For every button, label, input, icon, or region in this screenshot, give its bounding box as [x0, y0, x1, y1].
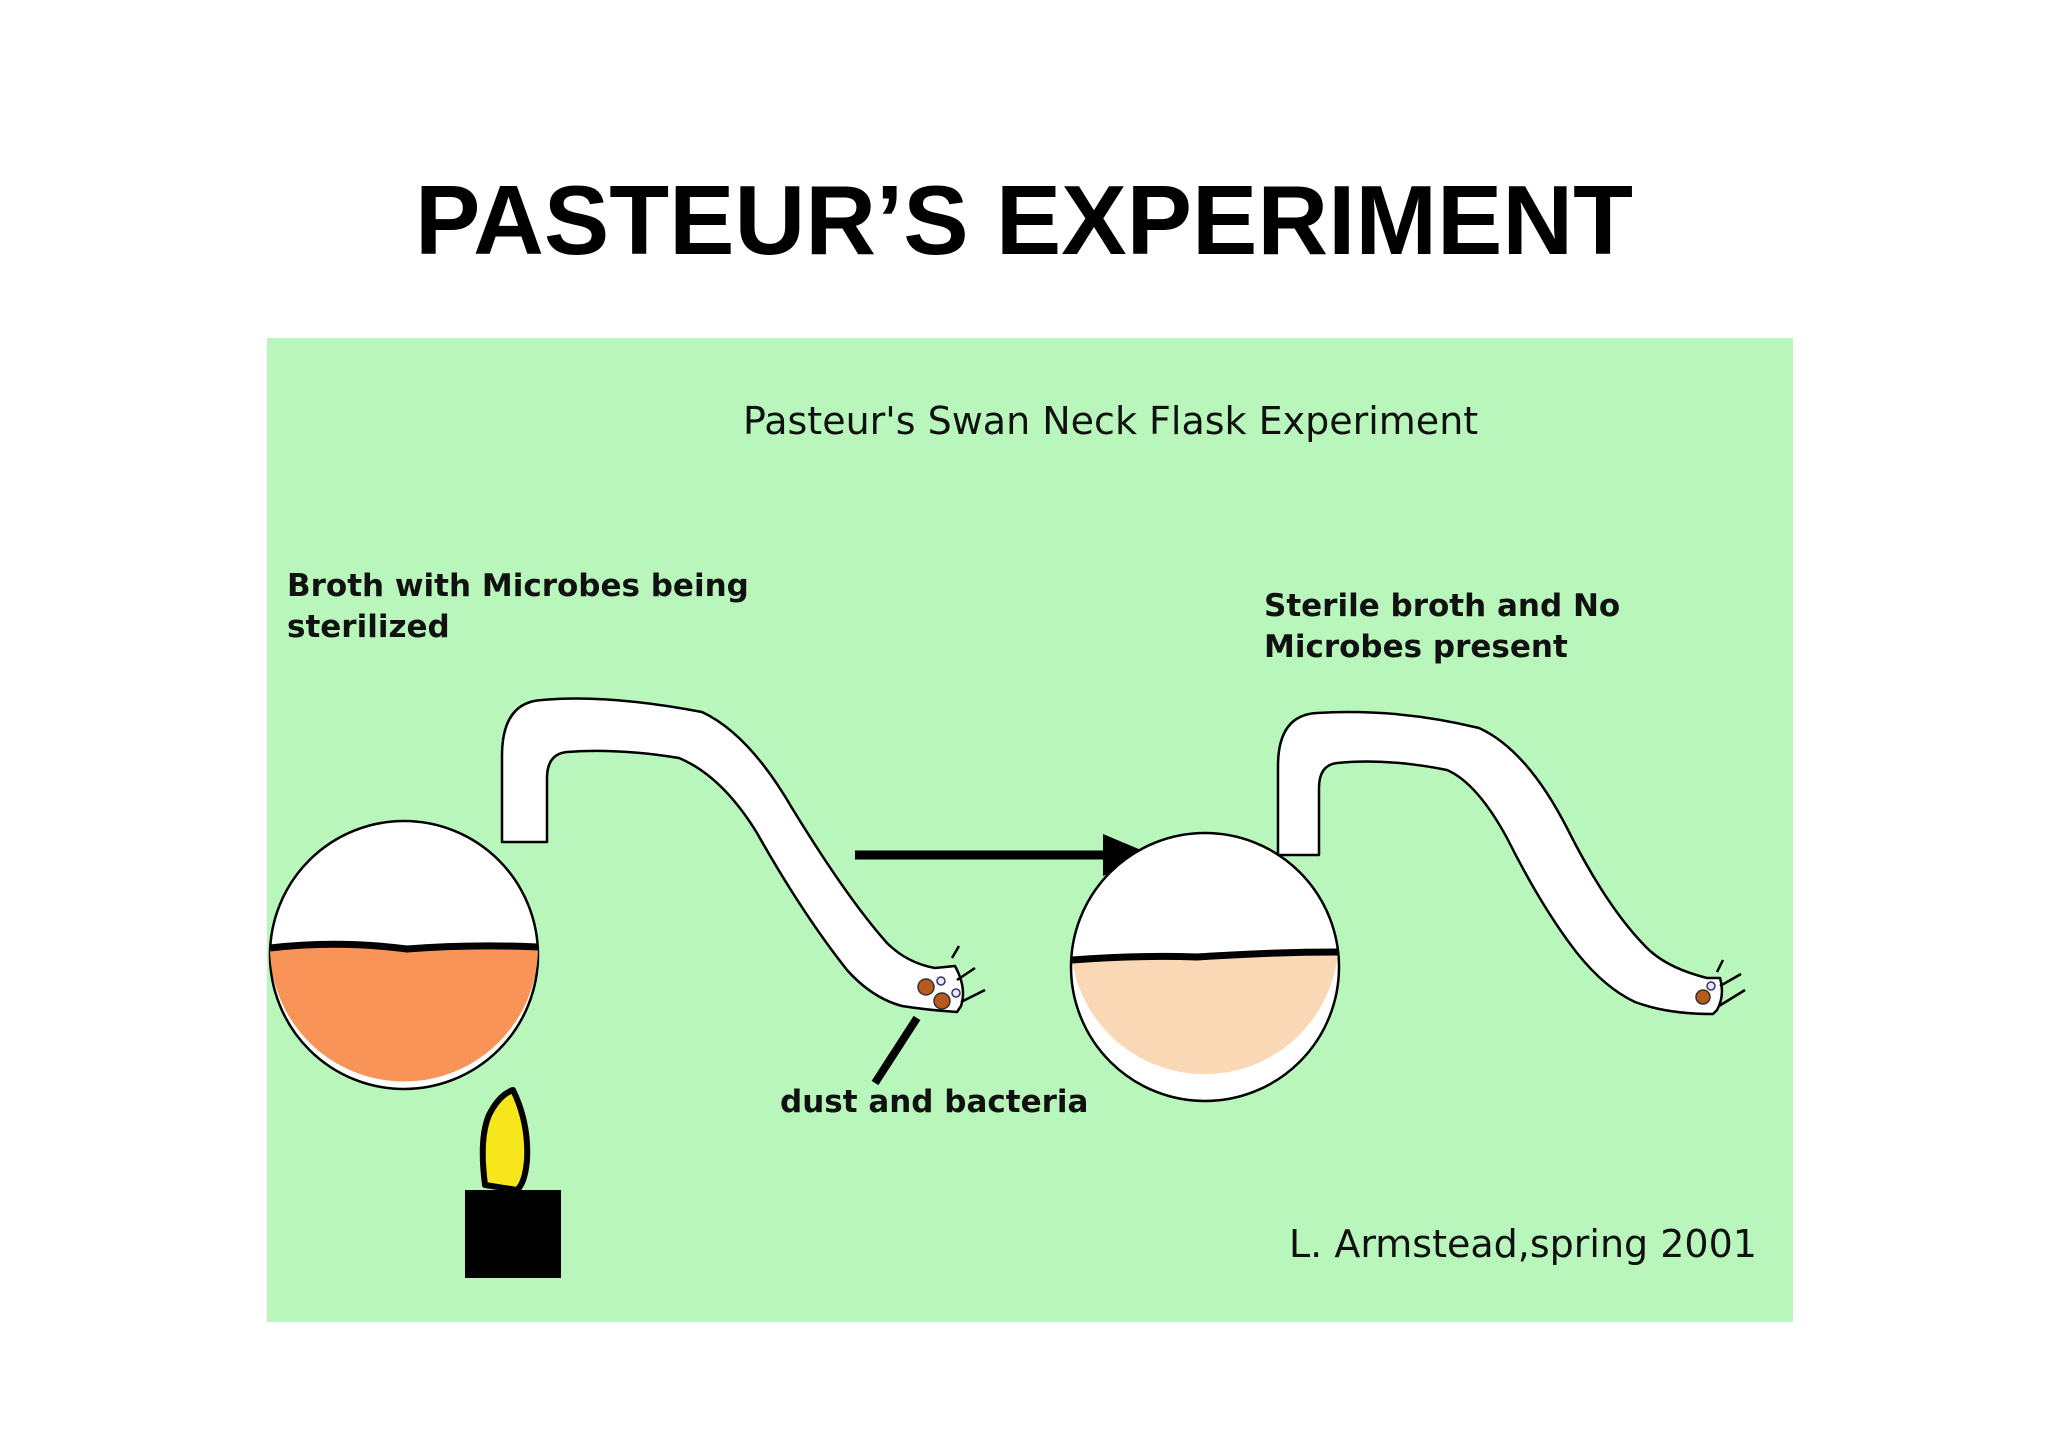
- diagram-panel: Pasteur's Swan Neck Flask Experiment Bro…: [267, 338, 1793, 1322]
- left-neck-particle: [933, 992, 951, 1010]
- right-flask-label: Sterile broth and No: [1264, 588, 1620, 624]
- flame-icon: [479, 1087, 531, 1193]
- right-neck-particle: [1706, 981, 1716, 991]
- diagram-title: Pasteur's Swan Neck Flask Experiment: [743, 399, 1478, 443]
- left-flask-label: Broth with Microbes being: [287, 568, 749, 604]
- left-neck-particle: [936, 976, 946, 986]
- left-flask: [268, 697, 986, 1091]
- right-neck-particle: [1695, 989, 1711, 1005]
- right-broth-surface: [1071, 948, 1339, 964]
- diagram-canvas: Pasteur's Swan Neck Flask Experiment Bro…: [267, 338, 1793, 1322]
- candle: [465, 1087, 561, 1278]
- left-neck-particle: [917, 978, 935, 996]
- right-neck-tip: [1715, 959, 1746, 1008]
- candle-body: [465, 1190, 561, 1278]
- right-flask-label-continued: Microbes present: [1264, 629, 1568, 665]
- left-flask-broth: [270, 944, 539, 1082]
- dust-pointer-line: [871, 1015, 921, 1086]
- dust-bacteria-label: dust and bacteria: [780, 1084, 1088, 1120]
- right-flask-broth: [1072, 952, 1338, 1075]
- left-broth-surface: [269, 940, 539, 953]
- credit-text: L. Armstead,spring 2001: [1289, 1222, 1757, 1266]
- left-neck-tip: [950, 945, 986, 1004]
- process-arrow-icon: [855, 834, 1153, 876]
- right-flask: [1069, 710, 1746, 1103]
- left-swan-neck: [500, 697, 965, 1014]
- left-flask-label-continued: sterilized: [287, 609, 450, 645]
- page-title: PASTEUR’S EXPERIMENT: [415, 165, 1633, 275]
- left-neck-particle: [951, 988, 961, 998]
